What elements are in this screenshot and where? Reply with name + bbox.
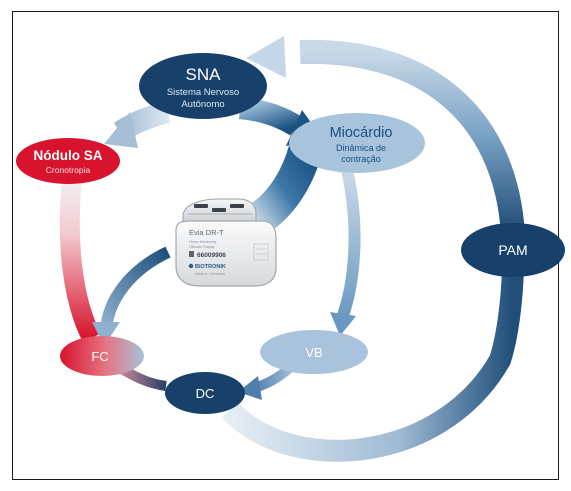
device-barcode-icon [189,251,194,257]
node-miocardio-subtitle-2: contração [341,154,381,164]
node-vb: VB [260,330,368,374]
node-dc: DC [165,372,245,414]
device-lead-port-1 [194,204,208,208]
device-origin: Made in Germany [195,272,225,276]
pacemaker-device: Evia DR-T Home Monitoring Ultimate Rapid… [175,198,277,287]
node-sna: SNA Sistema Nervoso Autônomo [139,53,267,119]
device-lead-port-2 [212,208,226,212]
device-name: Evia DR-T [189,228,224,237]
arrowhead-into-fc [92,322,120,346]
node-fc: FC [60,336,144,376]
device-logo-icon [188,263,194,269]
device-marking-box [253,243,269,261]
arc-dc-to-pam [221,267,524,462]
node-fc-title: FC [91,349,108,364]
arc-nodulo-to-fc [59,177,101,343]
device-lead-port-3 [230,204,244,208]
arrowhead-into-vb [330,312,356,336]
arc-pam-to-sna [299,39,525,235]
arrowhead-into-nodulo [104,112,138,148]
node-miocardio-title: Miocárdio [330,125,393,141]
arc-device-to-fc [100,246,171,331]
node-sna-subtitle-1: Sistema Nervoso [167,87,239,98]
device-line-1: Home Monitoring [189,240,216,244]
arrowhead-into-sna [246,36,286,78]
node-nodulo-sa-title: Nódulo SA [34,148,103,163]
node-sna-subtitle-2: Autônomo [181,99,224,110]
node-nodulo-sa: Nódulo SA Cronotropia [16,138,120,184]
node-dc-title: DC [196,386,215,401]
node-nodulo-sa-subtitle: Cronotropia [46,165,91,175]
device-can [175,220,277,287]
device-line-2: Ultimate Rapids [189,245,215,249]
node-pam-title: PAM [498,242,527,258]
device-brand: BIOTRONIK [195,264,226,270]
device-serial: 66009906 [197,252,226,259]
arc-miocardio-to-vb [336,160,361,321]
node-vb-title: VB [305,345,322,360]
node-pam: PAM [461,223,565,277]
node-sna-title: SNA [186,65,222,84]
arc-sna-to-miocardio [238,97,302,136]
node-miocardio: Miocárdio Dinâmica de contração [289,113,425,173]
node-miocardio-subtitle-1: Dinâmica de [336,143,386,153]
